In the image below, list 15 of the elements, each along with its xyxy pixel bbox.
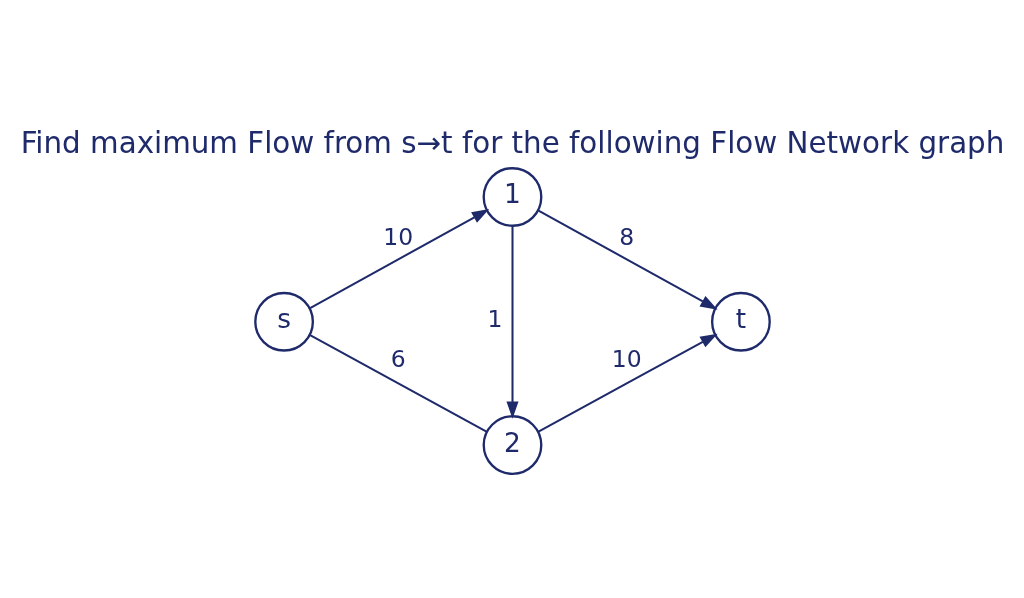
edge-label: 10: [382, 223, 413, 252]
node-circle: t: [710, 291, 771, 352]
edge-label: 8: [618, 223, 634, 252]
edge-label: 10: [611, 344, 642, 373]
edge-label: 6: [390, 344, 406, 373]
node-circle: s: [253, 291, 314, 352]
node-circle: 2: [482, 415, 542, 475]
arrow: [537, 333, 718, 433]
edge-label: 1: [486, 304, 502, 333]
node-circle: 1: [482, 167, 542, 227]
diagram-title: Find maximum Flow from s→t for the following Flow Network graph: [20, 126, 1004, 161]
arrow: [309, 209, 489, 310]
connector: [309, 334, 487, 433]
arrow: [537, 209, 718, 310]
arrow: [505, 226, 519, 419]
